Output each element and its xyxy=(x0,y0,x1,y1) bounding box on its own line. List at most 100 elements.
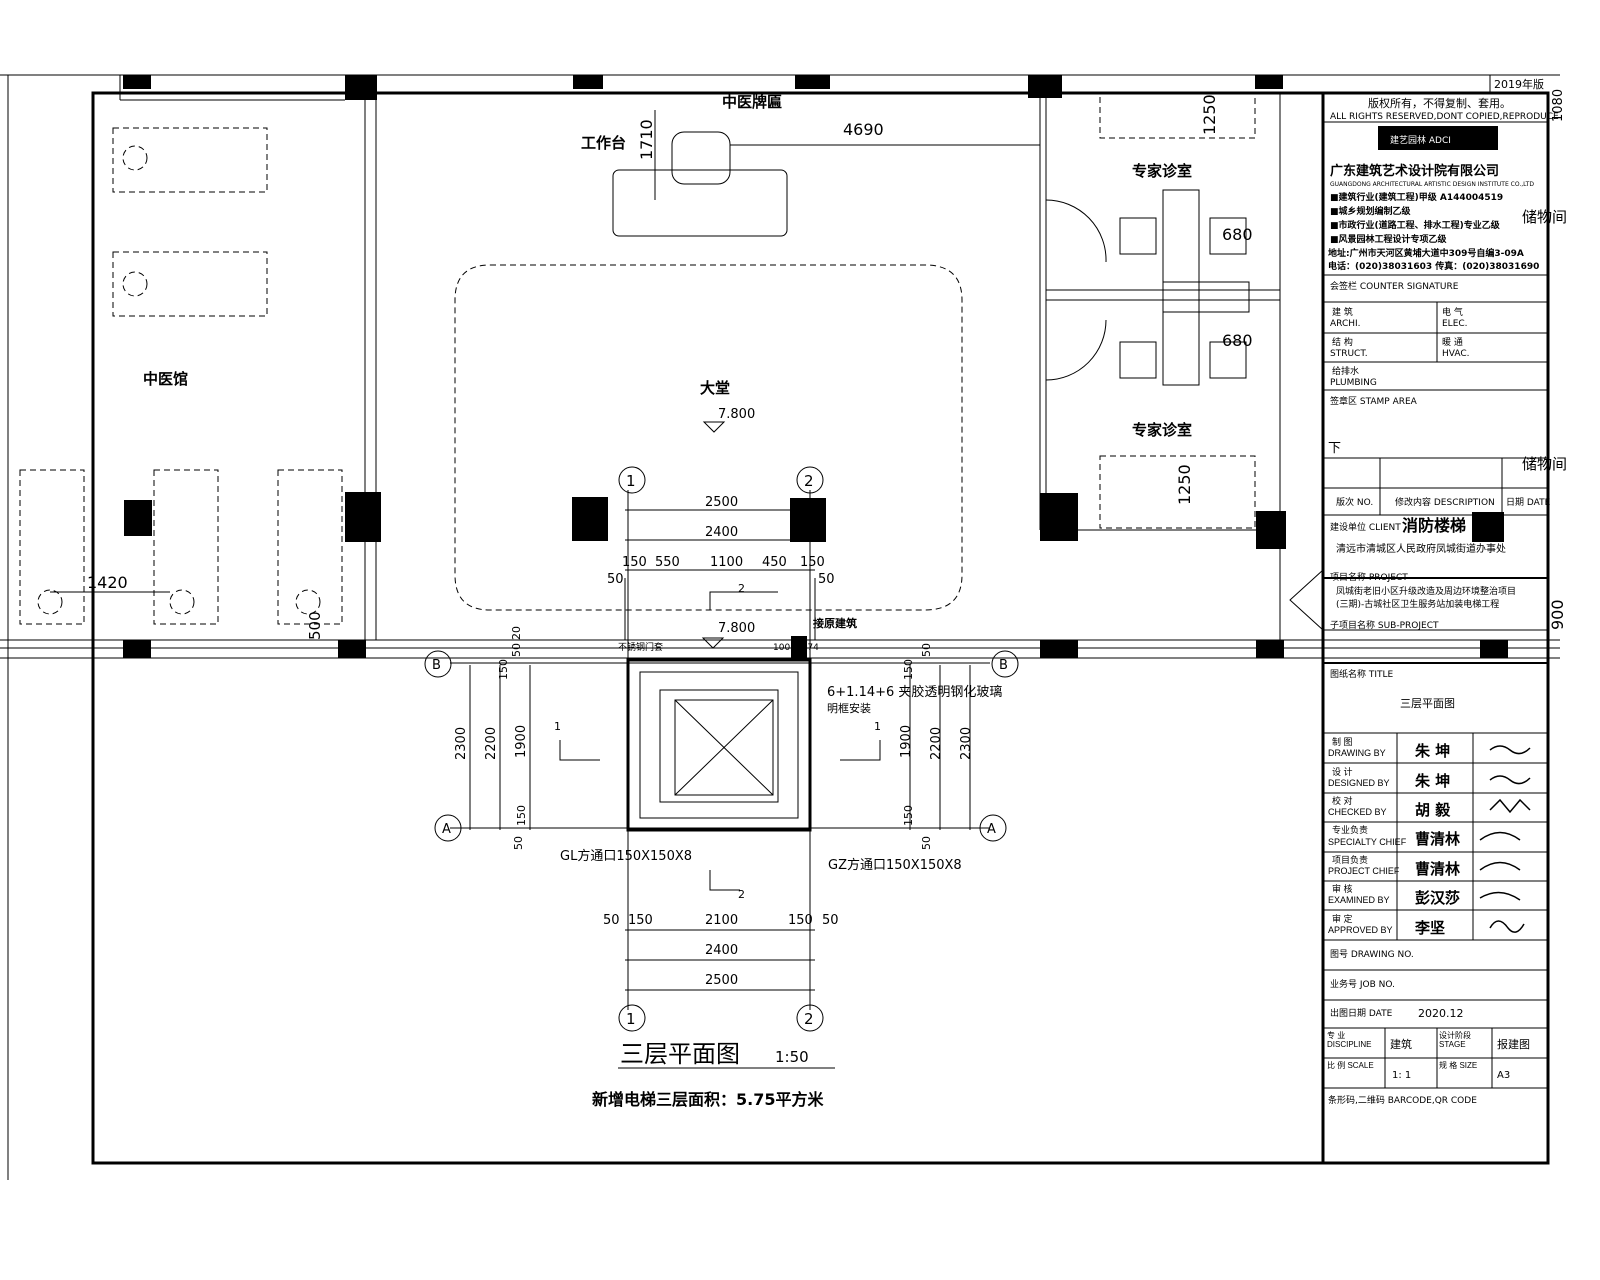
tb-disc: 暖 通 xyxy=(1442,336,1463,348)
elevation-label: 7.800 xyxy=(718,407,755,422)
tb-size-label-box: 规 格 SIZE xyxy=(1439,1061,1478,1070)
room-label-workbench: 工作台 xyxy=(581,134,626,152)
section-mark: 1 xyxy=(554,720,561,733)
room-label-lobby: 大堂 xyxy=(700,379,730,397)
tb-disc: ARCHI. xyxy=(1330,319,1361,329)
section-mark: 2 xyxy=(738,888,745,901)
dim-text: 50 xyxy=(603,913,620,928)
dim-text: 550 xyxy=(655,555,680,570)
tb-disc: HVAC. xyxy=(1442,349,1470,359)
dim-text: 150 xyxy=(788,913,813,928)
note-mount: 明框安装 xyxy=(827,701,871,715)
section-mark: 1 xyxy=(874,720,881,733)
grid-label-2-top: 2 xyxy=(804,472,814,490)
role-en: APPROVED BY xyxy=(1328,925,1393,935)
dim-text: 150 xyxy=(515,805,528,826)
dimension-lines xyxy=(50,110,1040,1010)
person-name: 朱 坤 xyxy=(1415,742,1450,760)
tb-size-label: 规 格 SIZE xyxy=(1439,1061,1478,1070)
role: 审 定 xyxy=(1332,913,1353,924)
note-glass: 6+1.14+6 夹胶透明钢化玻璃 xyxy=(827,684,1002,700)
dim-text: 2300 xyxy=(454,727,469,760)
dim-text: 2400 xyxy=(705,525,738,540)
room-label-storage: 储物间 xyxy=(1522,455,1567,473)
tb-date-label: 出图日期 DATE xyxy=(1330,1007,1393,1019)
dim-text: 2100 xyxy=(705,913,738,928)
dim-text: 2500 xyxy=(705,495,738,510)
note-dim: 100 20 74 xyxy=(773,643,819,653)
tb-stage-label: 设计阶段 STAGE xyxy=(1439,1031,1471,1049)
tb-logo: 建艺园林 ADCI xyxy=(1390,134,1451,146)
tb-scale-label: 比 例 SCALE xyxy=(1327,1061,1374,1070)
dim-text: 1100 xyxy=(710,555,743,570)
person-name: 曹清林 xyxy=(1415,830,1461,848)
tb-address: 地址:广州市天河区黄埔大道中309号自编3-09A xyxy=(1328,247,1524,259)
dim-text: 150 xyxy=(800,555,825,570)
tb-title-label: 图纸名称 TITLE xyxy=(1330,668,1394,680)
title-block xyxy=(1323,75,1548,1089)
dim-text: 2200 xyxy=(929,727,944,760)
tb-company-en: GUANGDONG ARCHITECTURAL ARTISTIC DESIGN … xyxy=(1330,181,1534,188)
dim-text: 680 xyxy=(1222,331,1253,350)
note-connect-existing: 接原建筑 xyxy=(813,616,857,630)
person-name: 李坚 xyxy=(1414,919,1445,937)
dim-text: 2300 xyxy=(959,727,974,760)
role: 设 计 xyxy=(1332,766,1353,777)
dim-text: 50 xyxy=(920,836,933,850)
grid-bubbles xyxy=(424,466,1019,1032)
drawing-border xyxy=(91,91,1550,1165)
tb-discipline-label-box: 专 业 DISCIPLINE xyxy=(1327,1031,1372,1049)
dim-text: 2400 xyxy=(705,943,738,958)
tb-date: 2020.12 xyxy=(1418,1007,1464,1020)
person-name: 彭汉莎 xyxy=(1415,889,1460,907)
room-label-expert-room: 专家诊室 xyxy=(1132,421,1192,439)
room-label-expert-room: 专家诊室 xyxy=(1132,162,1192,180)
tb-disc: 电 气 xyxy=(1442,306,1463,318)
dim-text: 900 xyxy=(1548,599,1567,630)
role: 专业负责 xyxy=(1332,824,1368,835)
tb-qual: ■市政行业(道路工程、排水工程)专业乙级 xyxy=(1330,219,1501,231)
role-en: CHECKED BY xyxy=(1328,807,1387,817)
tb-title: 三层平面图 xyxy=(1400,697,1455,710)
dim-text: 150 xyxy=(902,805,915,826)
tb-disc: 结 构 xyxy=(1332,336,1353,348)
person-name: 胡 毅 xyxy=(1415,801,1451,819)
tb-job-no: 业务号 JOB NO. xyxy=(1330,978,1395,990)
signatures xyxy=(1479,745,1531,933)
dim-text: 150 xyxy=(628,913,653,928)
role: 制 图 xyxy=(1332,736,1353,747)
dim-text: 50 xyxy=(822,913,839,928)
tb-copyright: 版权所有，不得复制、套用。 xyxy=(1368,96,1511,110)
dim-text: 680 xyxy=(1222,225,1253,244)
tb-scale-label-box: 比 例 SCALE xyxy=(1327,1061,1374,1070)
grid-label-1-top: 1 xyxy=(626,472,636,490)
tb-size: A3 xyxy=(1497,1070,1510,1081)
tb-disc: STRUCT. xyxy=(1330,349,1368,359)
role-en: PROJECT CHIEF xyxy=(1328,866,1400,876)
dim-text: 50 xyxy=(512,836,525,850)
tb-discipline-label: 专 业 DISCIPLINE xyxy=(1327,1031,1372,1049)
tb-people: 制 图 DRAWING BY 朱 坤 设 计 DESIGNED BY 朱 坤 校… xyxy=(1328,736,1531,937)
person-name: 朱 坤 xyxy=(1415,772,1450,790)
structural-columns xyxy=(123,75,1508,658)
grid-label-b-left: B xyxy=(432,658,441,673)
dim-text: 1250 xyxy=(1200,94,1219,135)
tb-disc: PLUMBING xyxy=(1330,378,1377,388)
dim-text: 1710 xyxy=(637,119,656,160)
tb-qual: ■城乡规划编制乙级 xyxy=(1330,205,1412,217)
tb-countersign: 会签栏 COUNTER SIGNATURE xyxy=(1330,280,1459,292)
tb-qual: ■风景园林工程设计专项乙级 xyxy=(1330,233,1448,245)
dim-text: 50 xyxy=(607,572,624,587)
tb-stage-label-box: 设计阶段 STAGE xyxy=(1439,1031,1471,1049)
room-label-fire-stair: 消防楼梯 xyxy=(1402,516,1466,535)
area-note: 新增电梯三层面积：5.75平方米 xyxy=(592,1090,824,1109)
role: 审 核 xyxy=(1332,883,1353,894)
dim-text: 150 xyxy=(622,555,647,570)
note-stainless-door: 不锈钢门套 xyxy=(618,641,663,653)
tb-disc: 建 筑 xyxy=(1332,306,1353,318)
dim-text: 450 xyxy=(762,555,787,570)
grid-label-a-right: A xyxy=(987,822,996,837)
tb-copyright-en: ALL RIGHTS RESERVED,DONT COPIED,REPRODUC… xyxy=(1330,112,1559,122)
elevation-label: 7.800 xyxy=(718,621,755,636)
